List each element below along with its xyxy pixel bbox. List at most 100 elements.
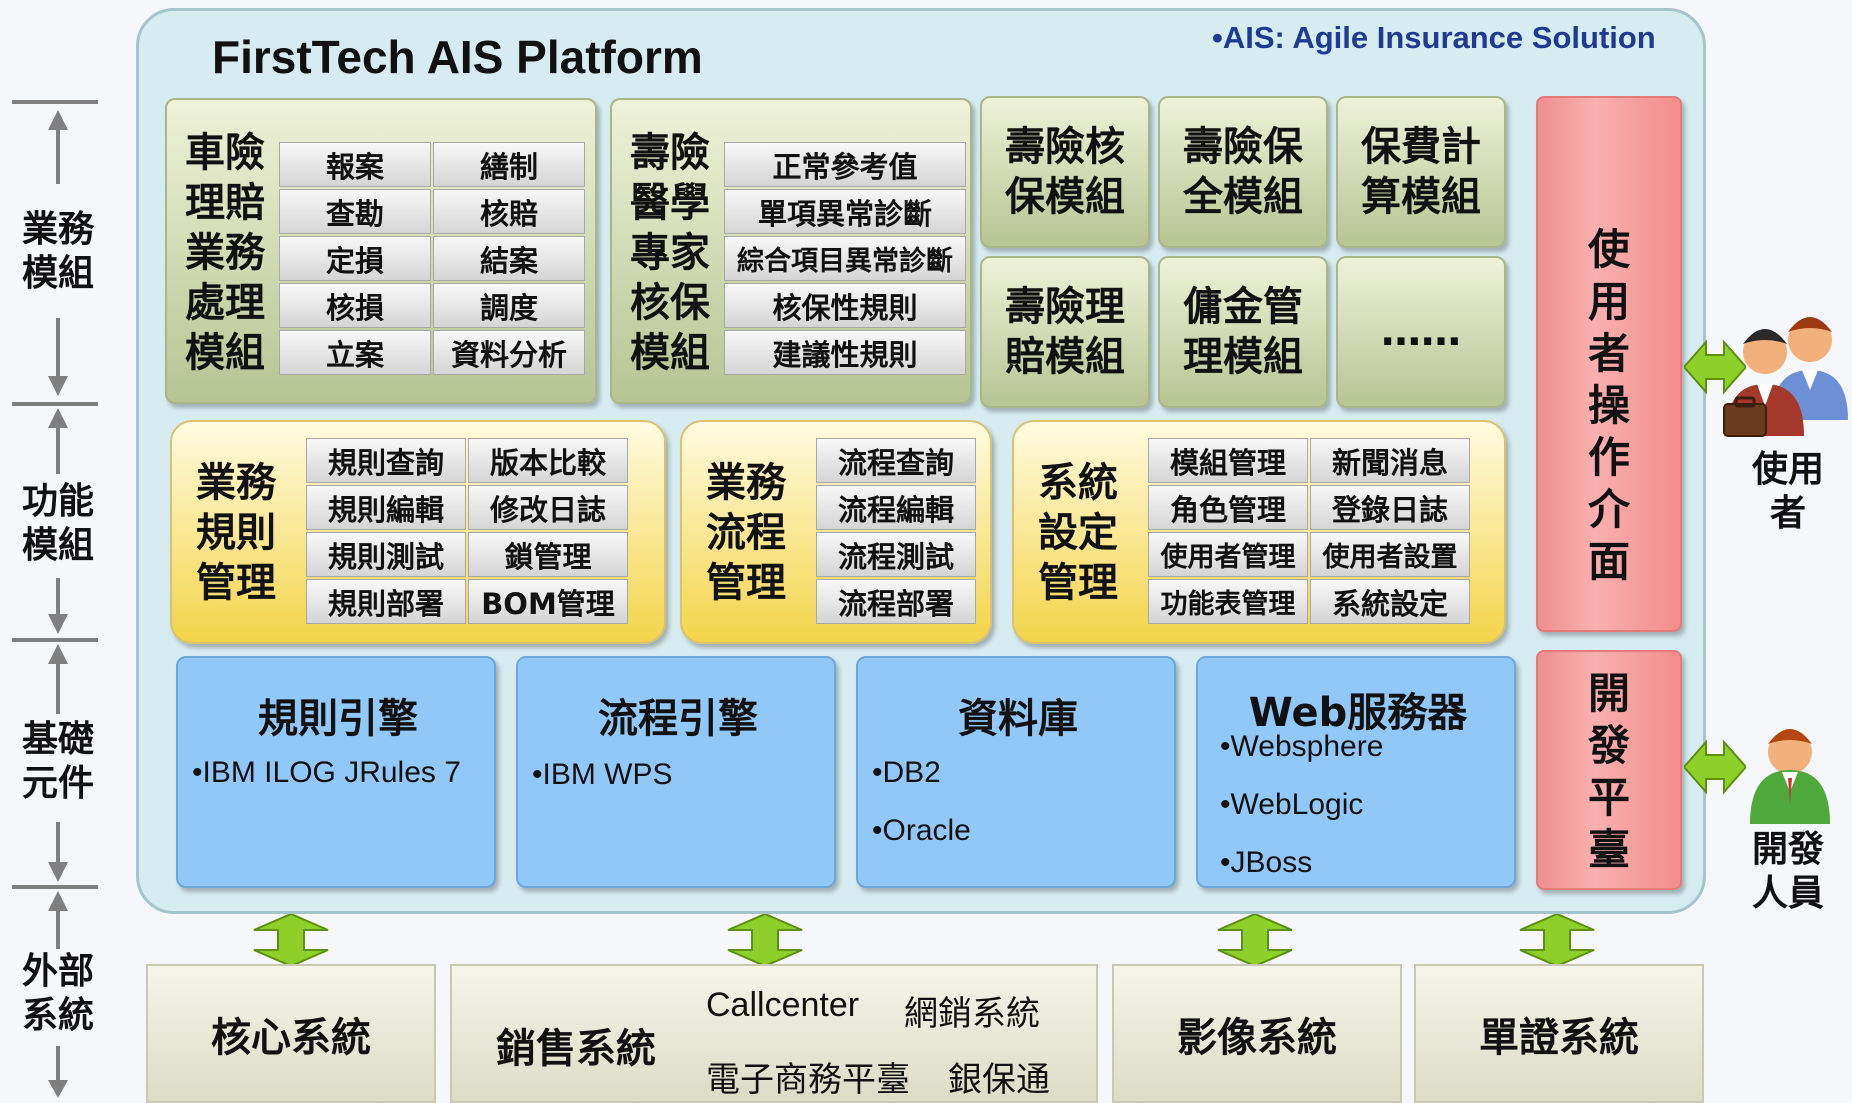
double-arrow-icon xyxy=(1217,914,1293,966)
rules-cell: 規則編輯 xyxy=(306,485,466,530)
foundation-item: •IBM WPS xyxy=(532,758,673,791)
module-tile: 傭金管 理模組 xyxy=(1158,256,1328,408)
axis-line xyxy=(56,426,60,474)
system-cell: 使用者管理 xyxy=(1148,532,1308,577)
actor-developers-label: 開發 人員 xyxy=(1751,829,1824,914)
layer-label-external: 外部 系統 xyxy=(21,951,94,1036)
foundation-title: 資料庫 xyxy=(958,696,1078,742)
foundation-database: 資料庫 •DB2 •Oracle xyxy=(856,656,1176,888)
rules-cell: 規則部署 xyxy=(306,579,466,624)
rules-cell: 修改日誌 xyxy=(468,485,628,530)
double-arrow-icon xyxy=(253,914,329,966)
life-medical-cell: 正常參考值 xyxy=(724,142,966,187)
auto-claims-cell: 核賠 xyxy=(433,189,585,234)
auto-claims-cell: 繕制 xyxy=(433,142,585,187)
dev-platform-bar: 開 發 平 臺 xyxy=(1536,650,1682,890)
module-tile: 壽險核 保模組 xyxy=(980,96,1150,248)
rules-cell: 規則測試 xyxy=(306,532,466,577)
foundation-process-engine: 流程引擎 •IBM WPS xyxy=(516,656,836,888)
module-tile: 壽險理 賠模組 xyxy=(980,256,1150,408)
foundation-rule-engine: 規則引擎 •IBM ILOG JRules 7 xyxy=(176,656,496,888)
process-cell: 流程部署 xyxy=(816,579,976,624)
auto-claims-cell: 調度 xyxy=(433,283,585,328)
actor-users-label: 使用 者 xyxy=(1751,449,1824,534)
rules-cell: 規則查詢 xyxy=(306,438,466,483)
foundation-item: •DB2 xyxy=(872,756,941,789)
external-sales-label: 銷售系統 xyxy=(496,1026,656,1072)
system-cell: 角色管理 xyxy=(1148,485,1308,530)
axis-line xyxy=(56,578,60,616)
double-arrow-icon xyxy=(727,914,803,966)
module-auto-claims-title: 車險 理賠 業務 處理 模組 xyxy=(185,130,265,376)
system-cell: 使用者設置 xyxy=(1310,532,1470,577)
foundation-item: •JBoss xyxy=(1220,846,1313,879)
sales-channel: 網銷系統 xyxy=(904,994,1040,1034)
double-arrow-icon xyxy=(1684,739,1746,795)
axis-arrow-up-icon xyxy=(48,110,68,130)
auto-claims-cell: 查勘 xyxy=(279,189,431,234)
axis-arrow-up-icon xyxy=(48,891,68,911)
axis-arrow-up-icon xyxy=(48,644,68,664)
module-life-medical-title: 壽險 醫學 專家 核保 模組 xyxy=(630,130,710,376)
system-cell: 登錄日誌 xyxy=(1310,485,1470,530)
process-cell: 流程查詢 xyxy=(816,438,976,483)
external-core-system: 核心系統 xyxy=(146,964,436,1103)
process-cell: 流程編輯 xyxy=(816,485,976,530)
external-policy-system: 單證系統 xyxy=(1414,964,1704,1103)
axis-line xyxy=(56,318,60,378)
sales-channel: 電子商務平臺 xyxy=(706,1060,910,1100)
axis-line xyxy=(56,128,60,184)
auto-claims-cell: 核損 xyxy=(279,283,431,328)
axis-arrow-down-icon xyxy=(48,1080,68,1098)
auto-claims-cell: 定損 xyxy=(279,236,431,281)
function-process: 業務 流程 管理 流程查詢 流程編輯 流程測試 流程部署 xyxy=(680,420,992,644)
foundation-item: •WebLogic xyxy=(1220,788,1364,821)
auto-claims-cell: 立案 xyxy=(279,330,431,375)
function-rules-title: 業務 規則 管理 xyxy=(196,460,276,606)
foundation-web-server: Web服務器 •Websphere •WebLogic •JBoss xyxy=(1196,656,1516,888)
user-icon xyxy=(1723,317,1848,437)
function-rules: 業務 規則 管理 規則查詢 版本比較 規則編輯 修改日誌 規則測試 鎖管理 規則… xyxy=(170,420,666,644)
module-tile: …… xyxy=(1336,256,1506,408)
double-arrow-icon xyxy=(1519,914,1595,966)
axis-arrow-up-icon xyxy=(48,408,68,428)
sales-channel: 銀保通 xyxy=(948,1060,1050,1100)
user-interface-bar: 使 用 者 操 作 介 面 xyxy=(1536,96,1682,632)
life-medical-cell: 綜合項目異常診斷 xyxy=(724,236,966,281)
module-auto-claims: 車險 理賠 業務 處理 模組 報案 繕制 查勘 核賠 定損 結案 核損 調度 立… xyxy=(165,98,597,404)
life-medical-cell: 單項異常診斷 xyxy=(724,189,966,234)
axis-arrow-down-icon xyxy=(48,862,68,882)
foundation-title: 規則引擎 xyxy=(258,696,418,742)
sales-channel: Callcenter xyxy=(706,986,860,1024)
layer-label-function: 功能 模組 xyxy=(21,481,94,566)
function-process-title: 業務 流程 管理 xyxy=(706,460,786,606)
layer-label-business: 業務 模組 xyxy=(21,209,94,294)
foundation-title: Web服務器 xyxy=(1248,690,1468,736)
function-system: 系統 設定 管理 模組管理 新聞消息 角色管理 登錄日誌 使用者管理 使用者設置… xyxy=(1012,420,1506,644)
life-medical-cell: 核保性規則 xyxy=(724,283,966,328)
layer-label-foundation: 基礎 元件 xyxy=(21,719,94,804)
external-core-label: 核心系統 xyxy=(211,1014,371,1061)
layer-divider xyxy=(12,402,98,406)
module-life-medical: 壽險 醫學 專家 核保 模組 正常參考值 單項異常診斷 綜合項目異常診斷 核保性… xyxy=(610,98,972,404)
function-system-title: 系統 設定 管理 xyxy=(1038,460,1118,606)
platform-subtitle: •AIS: Agile Insurance Solution xyxy=(1212,20,1656,55)
rules-cell: 鎖管理 xyxy=(468,532,628,577)
module-tile: 保費計 算模組 xyxy=(1336,96,1506,248)
platform-title: FirstTech AIS Platform xyxy=(212,31,703,83)
auto-claims-cell: 資料分析 xyxy=(433,330,585,375)
layer-divider xyxy=(12,100,98,104)
process-cell: 流程測試 xyxy=(816,532,976,577)
foundation-item: •IBM ILOG JRules 7 xyxy=(192,756,461,789)
system-cell: 模組管理 xyxy=(1148,438,1308,483)
external-sales-system: 銷售系統 Callcenter 網銷系統 電子商務平臺 銀保通 xyxy=(450,964,1098,1103)
axis-arrow-down-icon xyxy=(48,376,68,396)
external-policy-label: 單證系統 xyxy=(1479,1014,1639,1061)
system-cell: 新聞消息 xyxy=(1310,438,1470,483)
external-imaging-label: 影像系統 xyxy=(1177,1014,1337,1061)
rules-cell: 版本比較 xyxy=(468,438,628,483)
system-cell: 功能表管理 xyxy=(1148,579,1308,624)
axis-line xyxy=(56,662,60,714)
foundation-item: •Websphere xyxy=(1220,730,1384,763)
foundation-item: •Oracle xyxy=(872,814,971,847)
